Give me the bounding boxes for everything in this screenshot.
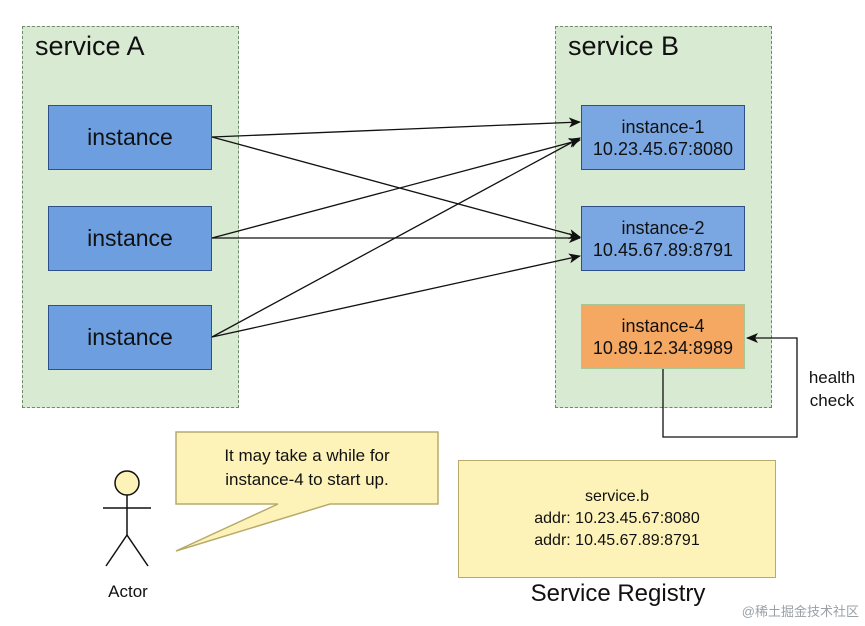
registry-caption: Service Registry <box>530 580 706 607</box>
watermark: @稀土掘金技术社区 <box>741 604 859 619</box>
service-a-instance-2[interactable]: instance <box>48 206 212 271</box>
actor-icon <box>103 470 151 567</box>
call-arrow <box>211 137 581 239</box>
call-arrow <box>211 253 581 338</box>
service-a-title: service A <box>35 31 145 61</box>
service-registry-box: service.b addr: 10.23.45.67:8080 addr: 1… <box>458 460 776 578</box>
instance-name: instance-1 <box>621 116 705 137</box>
instance-name: instance-2 <box>621 217 705 238</box>
instance-address: 10.23.45.67:8080 <box>592 138 734 159</box>
service-b-instance-1[interactable]: instance-1 10.23.45.67:8080 <box>581 105 745 170</box>
registry-entry: addr: 10.45.67.89:8791 <box>534 532 700 549</box>
instance-name: instance-4 <box>621 315 705 336</box>
service-b-instance-2[interactable]: instance-2 10.45.67.89:8791 <box>581 206 745 271</box>
callout-text: It may take a while for instance-4 to st… <box>224 446 390 489</box>
health-check-label: health check <box>808 368 856 410</box>
instance-address: 10.89.12.34:8989 <box>592 337 734 358</box>
service-a-instance-3[interactable]: instance <box>48 305 212 370</box>
call-arrow <box>211 137 581 338</box>
service-b-instance-4-starting[interactable]: instance-4 10.89.12.34:8989 <box>581 304 745 369</box>
actor-label: Actor <box>108 582 148 601</box>
service-b-title: service B <box>568 31 680 61</box>
call-arrow <box>211 136 581 239</box>
service-a-instance-1[interactable]: instance <box>48 105 212 170</box>
registry-service-name: service.b <box>584 488 650 505</box>
instance-address: 10.45.67.89:8791 <box>592 239 734 260</box>
call-arrow <box>211 117 581 138</box>
registry-entry: addr: 10.23.45.67:8080 <box>534 510 700 527</box>
